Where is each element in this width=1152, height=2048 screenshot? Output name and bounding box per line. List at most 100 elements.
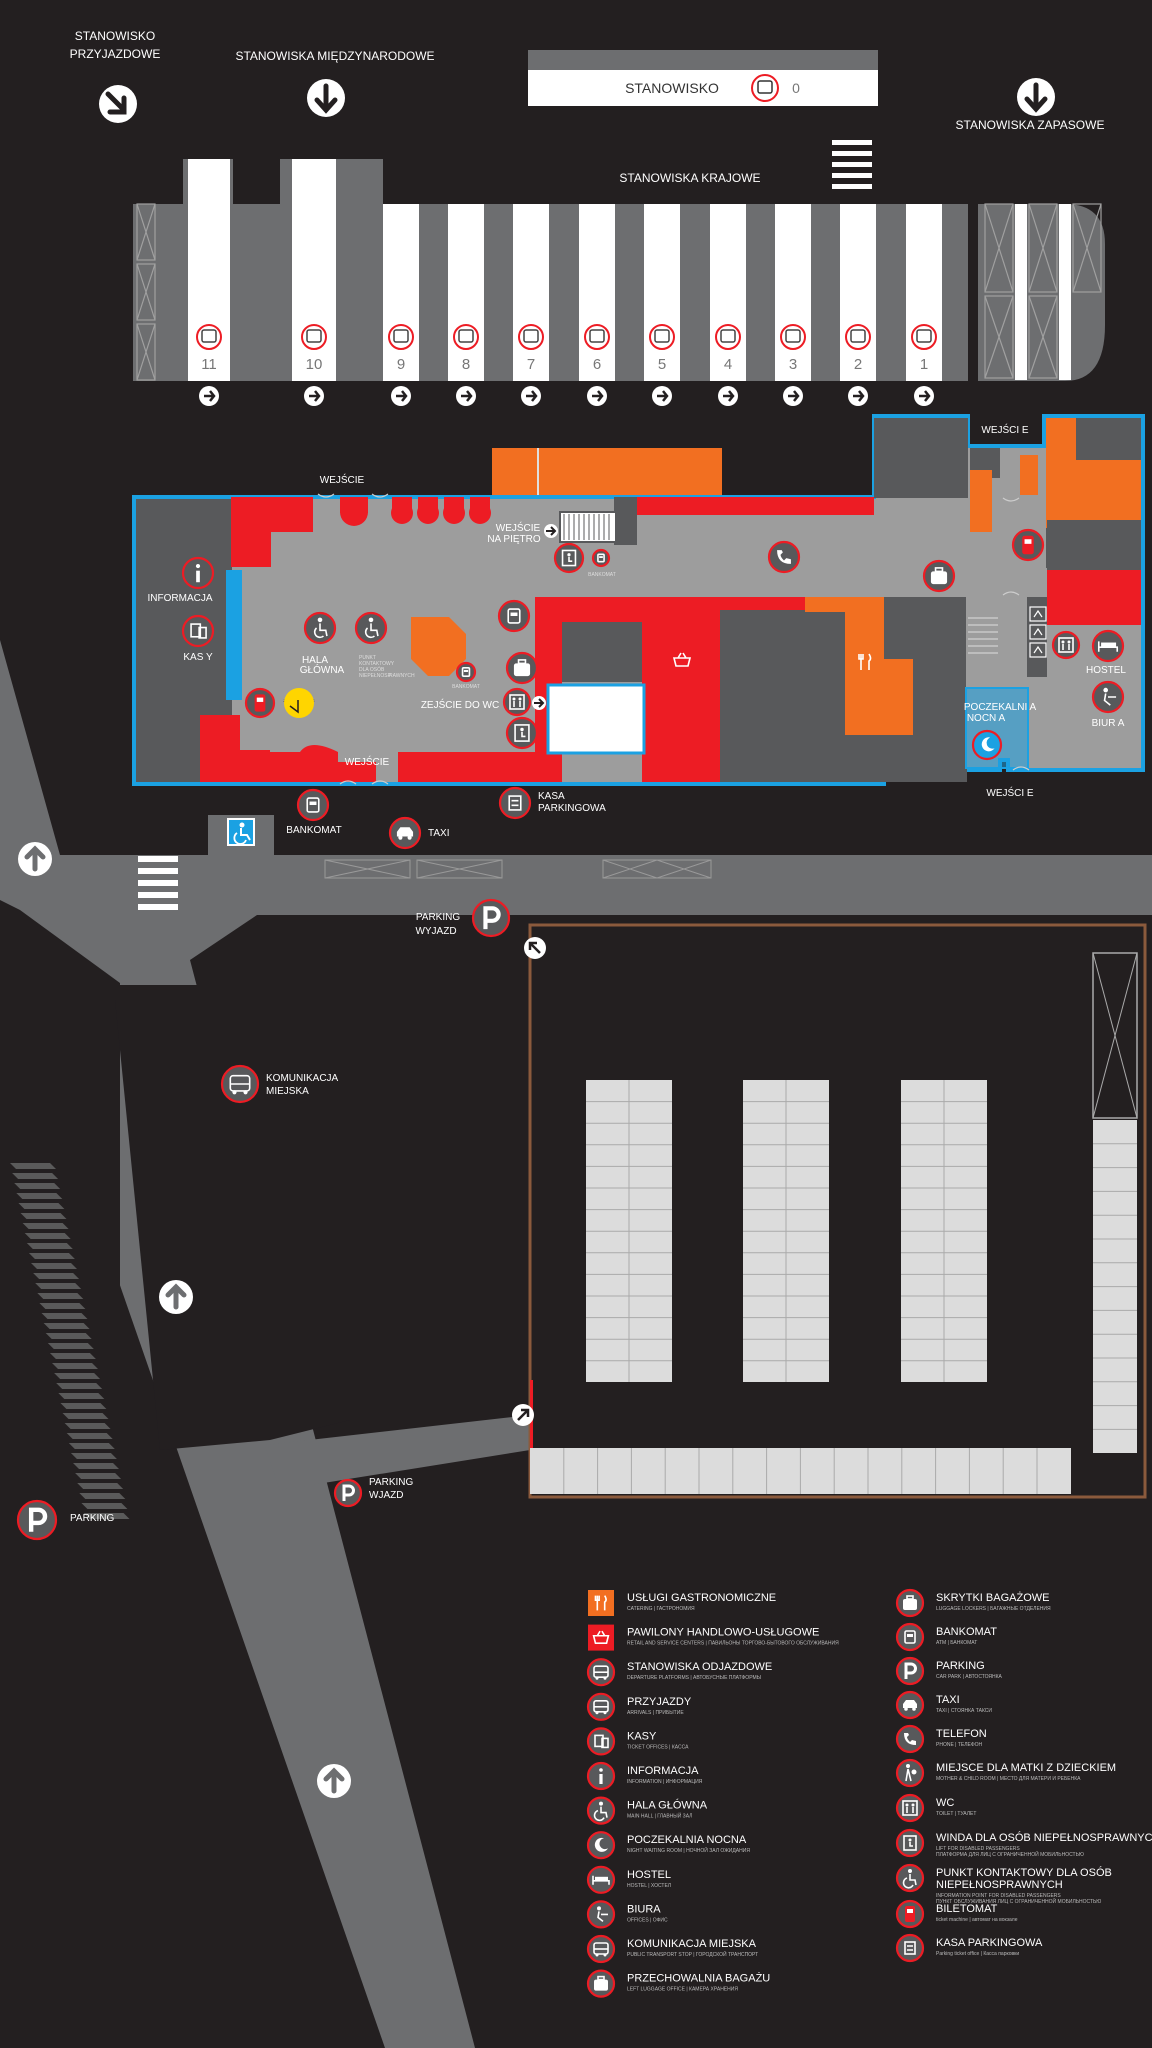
legend-subtitle: LUGGAGE LOCKERS | БАГАЖНЫЕ ОТДЕЛЕНИЯ [936,1606,1051,1612]
platform-2: 2 [840,204,876,406]
parking-stripe [58,1393,105,1399]
legend-subtitle: OFFICES | ОФИС [627,1917,668,1923]
arrivals-label-line1: STANOWISKO [75,29,155,43]
platform-1: 1 [906,204,942,406]
door-markers [317,493,1030,785]
luggage-locker-icon [922,559,956,593]
catering-icon [588,1590,614,1616]
stand-label: STANOWISKO [625,80,719,96]
taxi-icon [388,816,422,850]
zejscie-do-wc-label: ZEJŚCIE DO WC [421,698,499,711]
legend-subtitle: DEPARTURE PLATFORMS | АВТОБУСНЫЕ ПЛАТФОР… [627,1675,762,1681]
bus-stop-icon [518,324,544,350]
arrow-right-icon [521,386,541,406]
legend-title: BANKOMAT [936,1626,997,1638]
taxi-icon [895,1690,925,1720]
parking-row-bottom [530,1448,1071,1494]
parking-stripe [70,1453,117,1459]
wc-icon [502,687,532,717]
waiting-area-sign-icon [284,688,314,718]
arrow-down-icon [1017,78,1055,116]
legend-title: KASY [627,1730,657,1742]
shopping-basket-icon [588,1624,614,1651]
parking-stripe [54,1373,101,1379]
bus-stop-icon [453,324,479,350]
telephone-icon [767,540,801,574]
accessible-parking-icon [227,818,255,846]
legend-subtitle: TAXI | СТОЯНКА ТАКСИ [936,1708,992,1714]
parking-stripe [18,1203,65,1209]
legend-title: PRZECHOWALNIA BAGAŻU [627,1972,770,1985]
parking-lot [528,923,1147,1499]
parking-stripe [64,1423,111,1429]
wheelchair-contact-icon [895,1863,925,1893]
atm-icon [455,661,477,683]
legend-subtitle: CATERING | ГАСТРОНОМИЯ [627,1606,695,1612]
legend-subtitle: MOTHER & CHILD ROOM | МЕСТО ДЛЯ МАТЕРИ И… [936,1776,1081,1782]
hostel-bed-icon [586,1865,616,1894]
poczekalnia-line1: POCZEKALNI A [964,702,1037,713]
parking-stripe [56,1383,103,1389]
parking-stripe [66,1433,113,1439]
wejscie-bottom-label: WEJŚCIE [345,755,390,768]
wejscie-e-bottom-label: WEJŚCI E [986,786,1034,799]
legend-title: KASA PARKINGOWA [936,1937,1043,1949]
parking-stripe [45,1333,92,1339]
wejscie-na-pietro-line1: WEJŚCIE [496,521,541,534]
accessible-lift-icon [505,716,539,750]
platform-number: 8 [462,356,470,373]
ticket-office-icon [586,1727,616,1756]
arrow-up-icon [159,1280,193,1314]
legend-title: WINDA DLA OSÓB NIEPEŁNOSPRAWNYCH [936,1831,1152,1844]
parking-wjazd-line2: WJAZD [369,1490,403,1501]
platform-7: 7 [513,204,549,406]
legend-title: PAWILONY HANDLOWO-USŁUGOWE [627,1627,819,1639]
arrow-up-right-icon [512,1404,534,1426]
parking-stripe [10,1163,56,1169]
platform-3: 3 [775,204,811,406]
office-icon [586,1900,616,1929]
connector-road [265,1415,530,1490]
parking-stripe [73,1463,119,1469]
luggage-storage-icon [586,1969,616,1998]
reserve-label: STANOWISKA ZAPASOWE [956,118,1105,132]
informacja-label: INFORMACJA [148,593,213,604]
arrow-right-icon [532,696,546,710]
parking-wyjazd-line2: WYJAZD [415,926,456,937]
legend-title: POCZEKALNIA NOCNA [627,1834,747,1846]
legend-subtitle: NIGHT WAITING ROOM | НОЧНОЙ ЗАЛ ОЖИДАНИЯ [627,1846,750,1854]
legend-title: PRZYJAZDY [627,1696,692,1708]
arrow-right-icon [718,386,738,406]
legend-subtitle: ARRIVALS | ПРИБЫТИЕ [627,1710,684,1716]
legend-title: BILETOMAT [936,1903,998,1915]
punkt-tiny-line3: DLA OSÓB [359,666,385,673]
arrow-right-icon [848,386,868,406]
left-road [0,900,120,1450]
punkt-tiny-line5: RAWNYCH [389,673,415,679]
telephone-icon [895,1724,925,1754]
legend-subtitle: CAR PARK | АВТОСТОЯНКА [936,1674,1003,1680]
parking-ticket-icon [498,786,532,820]
parking-stripe [24,1233,71,1239]
main-hall-icon [303,611,337,645]
parking-stripe [35,1283,82,1289]
parking-ticket-icon [895,1933,925,1963]
legend-title: KOMUNIKACJA MIEJSKA [627,1938,757,1950]
parking-stripe [75,1473,122,1479]
atm-icon [591,548,611,568]
parking-icon [471,898,511,938]
ticket-machine-icon [895,1899,925,1929]
legend-subtitle: PUBLIC TRANSPORT STOP | ГОРОДСКОЙ ТРАНСП… [627,1950,758,1958]
punkt-tiny-line4: NIEPEŁNOSP [359,673,392,679]
platform-number: 4 [724,356,732,373]
